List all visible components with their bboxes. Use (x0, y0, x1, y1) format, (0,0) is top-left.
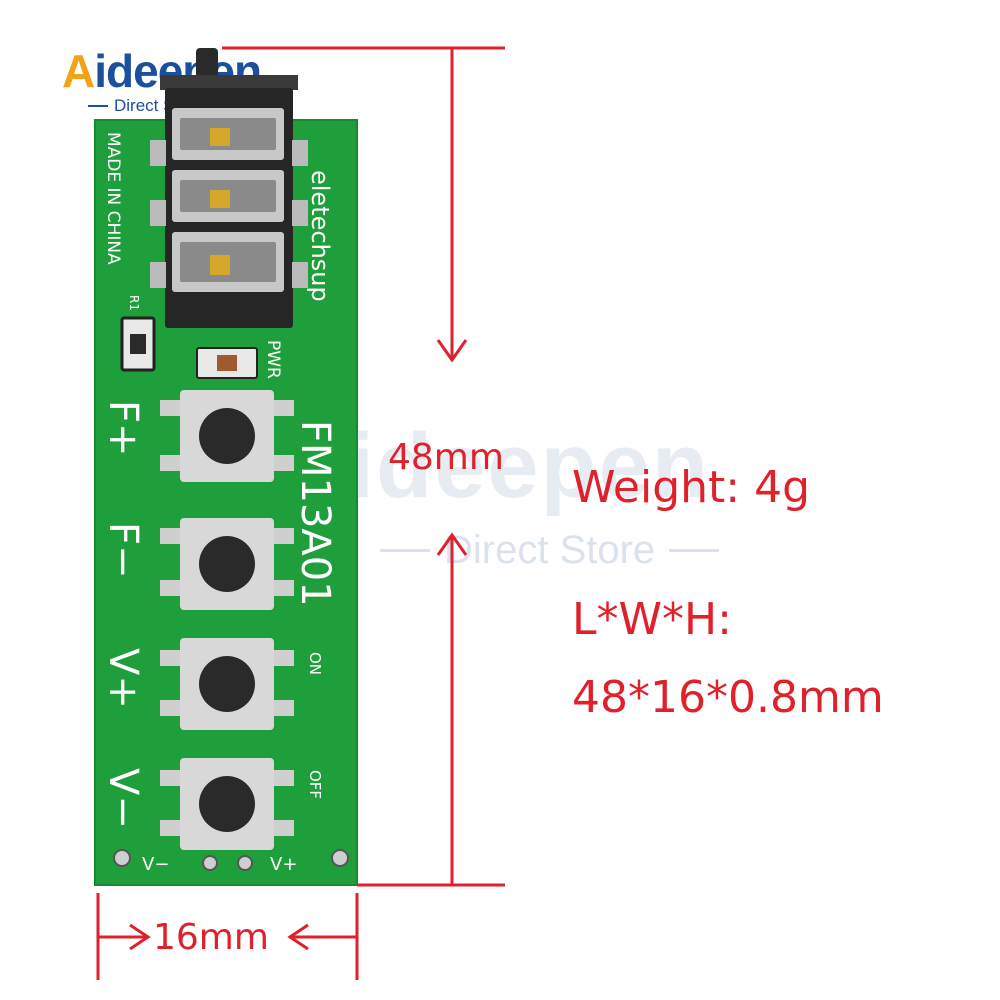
silk-r1: R1 (127, 295, 141, 311)
pad-1 (113, 849, 131, 867)
silk-btn-label-3: V+ (100, 648, 146, 709)
silk-pin-v-minus: V− (142, 854, 169, 875)
height-label: 48mm (388, 437, 504, 478)
width-dimension (96, 893, 359, 980)
silk-maker: eletechsup (306, 170, 334, 302)
silk-pin-v-plus: V+ (270, 854, 297, 875)
silk-off: OFF (306, 770, 324, 799)
watermark-tagline: Direct Store (380, 528, 720, 573)
audio-jack (150, 48, 308, 328)
silk-btn-label-4: V− (100, 768, 146, 829)
silk-btn-label-1: F+ (100, 400, 146, 457)
pad-3 (237, 855, 253, 871)
width-label: 16mm (153, 917, 269, 958)
watermark-tagline-text: Direct Store (444, 528, 656, 572)
height-dimension (222, 46, 505, 887)
button-f-plus (160, 390, 294, 482)
size-spec-label: L*W*H: (572, 594, 732, 645)
pad-4 (331, 849, 349, 867)
silk-pwr: PWR (263, 340, 283, 379)
button-f-minus (160, 518, 294, 610)
logo-letter-a: A (62, 45, 95, 97)
silk-model: FM13A01 (292, 420, 338, 607)
silk-btn-label-2: F− (100, 522, 146, 579)
button-v-minus (160, 758, 294, 850)
pad-2 (202, 855, 218, 871)
button-v-plus (160, 638, 294, 730)
silk-origin: MADE IN CHINA (103, 132, 123, 265)
size-spec-value: 48*16*0.8mm (572, 672, 884, 723)
silk-on: ON (306, 652, 324, 675)
weight-spec: Weight: 4g (572, 462, 811, 513)
